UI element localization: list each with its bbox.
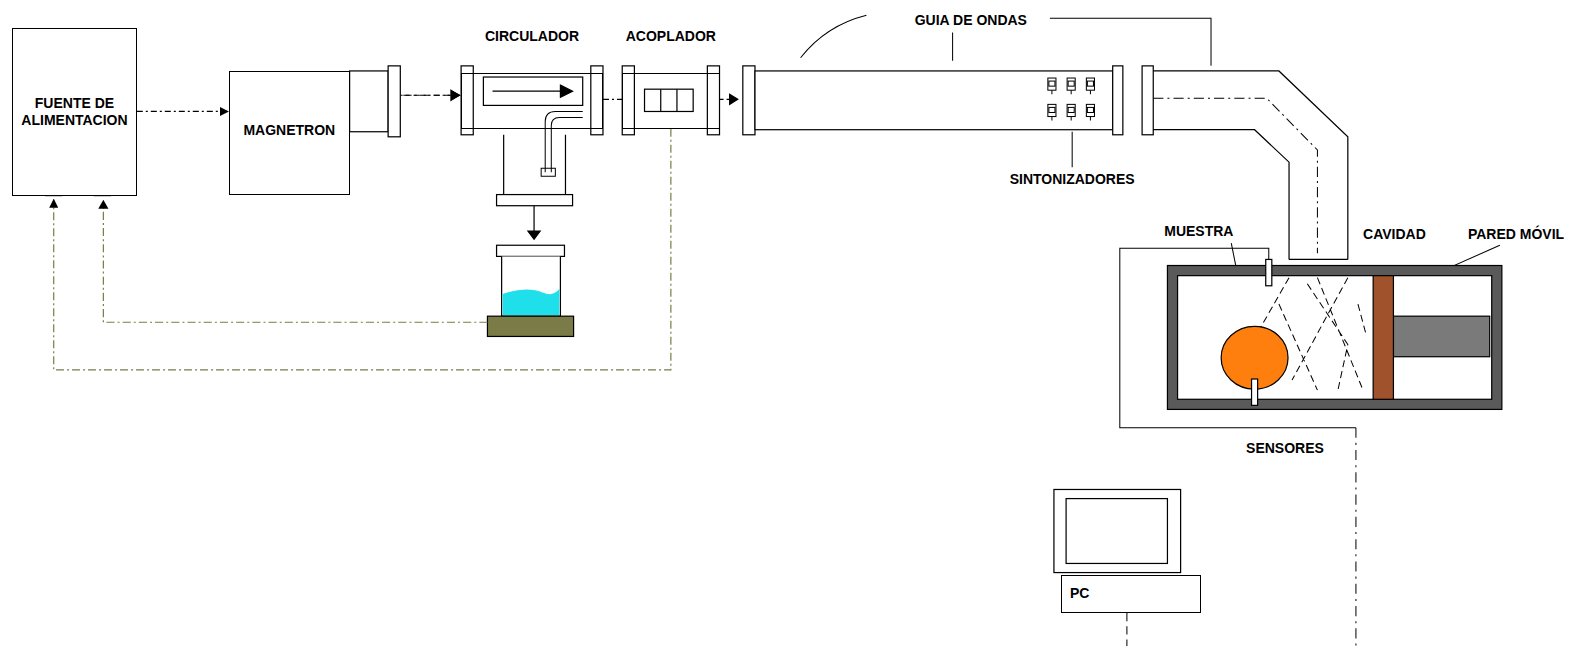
load-base: [487, 316, 573, 336]
box-label: FUENTE DE ALIMENTACION: [17, 95, 132, 129]
sensor: [1266, 259, 1272, 285]
pc-monitor: [1054, 489, 1181, 572]
moving-wall: [1373, 276, 1393, 400]
part-label: SINTONIZADORES: [1008, 171, 1137, 187]
piston-rod: [1393, 316, 1489, 357]
power-supply-box: FUENTE DE ALIMENTACION: [12, 28, 137, 195]
circulator-channel: [483, 77, 582, 105]
waveguide: [755, 71, 1113, 130]
waveguide-component: ACOPLADOR: [622, 73, 719, 129]
part-label: SENSORES: [1244, 440, 1326, 456]
waveguide-elbow: [1153, 71, 1348, 259]
part-label: MUESTRA: [1162, 223, 1235, 239]
signal-connector: [54, 129, 671, 370]
component-heading: CIRCULADOR: [485, 28, 579, 45]
water: [503, 289, 560, 315]
pc-box: PC: [1061, 575, 1201, 614]
cavity: [1167, 266, 1501, 410]
signal-connector: [137, 111, 228, 112]
signal-connector: [603, 99, 622, 100]
part-label: CAVIDAD: [1361, 226, 1428, 242]
sensor: [1252, 379, 1258, 405]
component-heading: ACOPLADOR: [626, 28, 716, 45]
waveguide-component: CIRCULADOR: [461, 73, 603, 129]
magnetron-box: MAGNETRON: [229, 71, 350, 195]
part-label: GUIA DE ONDAS: [913, 12, 1029, 28]
magnetron-neck: [350, 71, 389, 132]
flange: [388, 66, 400, 137]
box-label: PC: [1070, 585, 1089, 602]
box-label: MAGNETRON: [243, 122, 335, 139]
part-label: PARED MÓVIL: [1466, 226, 1566, 242]
